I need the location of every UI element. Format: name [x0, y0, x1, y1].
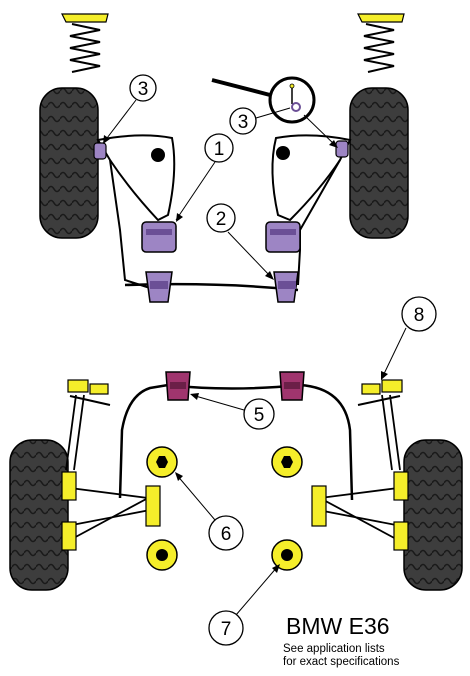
front-right-wheel [349, 87, 409, 239]
callout-5-label: 5 [254, 405, 265, 426]
callout-8: 8 [381, 296, 437, 380]
front-left-wishbone [96, 134, 176, 222]
rear-left-wheel [9, 439, 69, 591]
callout-2-label: 2 [216, 209, 227, 230]
callout-6-label: 6 [221, 524, 232, 545]
callout-3-right: 3 [229, 107, 338, 148]
rear-right-bush-8 [357, 379, 403, 406]
magnifier-icon [211, 76, 316, 124]
front-left-wheel [39, 87, 99, 239]
front-right-spring [357, 13, 405, 73]
front-right-bush-2 [273, 271, 299, 303]
note-line-2: for exact specifications [283, 656, 400, 668]
callout-7-label: 7 [221, 619, 232, 640]
front-right-bush-1 [265, 221, 301, 253]
rear-left-bush-5 [165, 371, 191, 401]
rear-anti-roll-bar [118, 383, 354, 501]
model-title: BMW E36 [286, 613, 390, 639]
front-left-ball-joint [151, 148, 165, 162]
rear-left-bush-7 [146, 539, 178, 571]
callout-8-label: 8 [414, 305, 425, 326]
rear-left-bush-6 [146, 446, 178, 478]
callout-1-label: 1 [214, 139, 225, 160]
front-right-ball-joint [276, 146, 290, 160]
callout-3-right-label: 3 [238, 112, 249, 133]
callout-7: 7 [208, 564, 280, 646]
rear-right-bush-6 [271, 446, 303, 478]
rear-right-bush-7 [271, 539, 303, 571]
rear-left-bush-8 [67, 379, 111, 406]
rear-right-links [317, 394, 401, 541]
front-left-bush-1 [141, 221, 177, 253]
front-axle [39, 13, 409, 303]
rear-axle [9, 371, 463, 591]
rear-left-links [65, 394, 151, 541]
callout-5: 5 [190, 393, 275, 430]
front-left-bush-2 [145, 271, 173, 303]
rear-right-bush-5 [279, 371, 305, 401]
callout-1: 1 [175, 133, 234, 222]
note-line-1: See application lists [283, 643, 385, 655]
rear-right-wheel [403, 439, 463, 591]
callout-6: 6 [175, 472, 244, 551]
front-right-wishbone [271, 134, 352, 222]
front-left-bush-3 [93, 142, 107, 160]
front-left-spring [61, 13, 109, 73]
callout-2: 2 [206, 203, 274, 280]
callout-3-left-label: 3 [138, 79, 149, 100]
front-right-bush-3 [335, 140, 349, 158]
rear-right-link-bushes [311, 471, 409, 551]
callout-3-left: 3 [103, 74, 157, 144]
rear-left-link-bushes [61, 471, 161, 551]
